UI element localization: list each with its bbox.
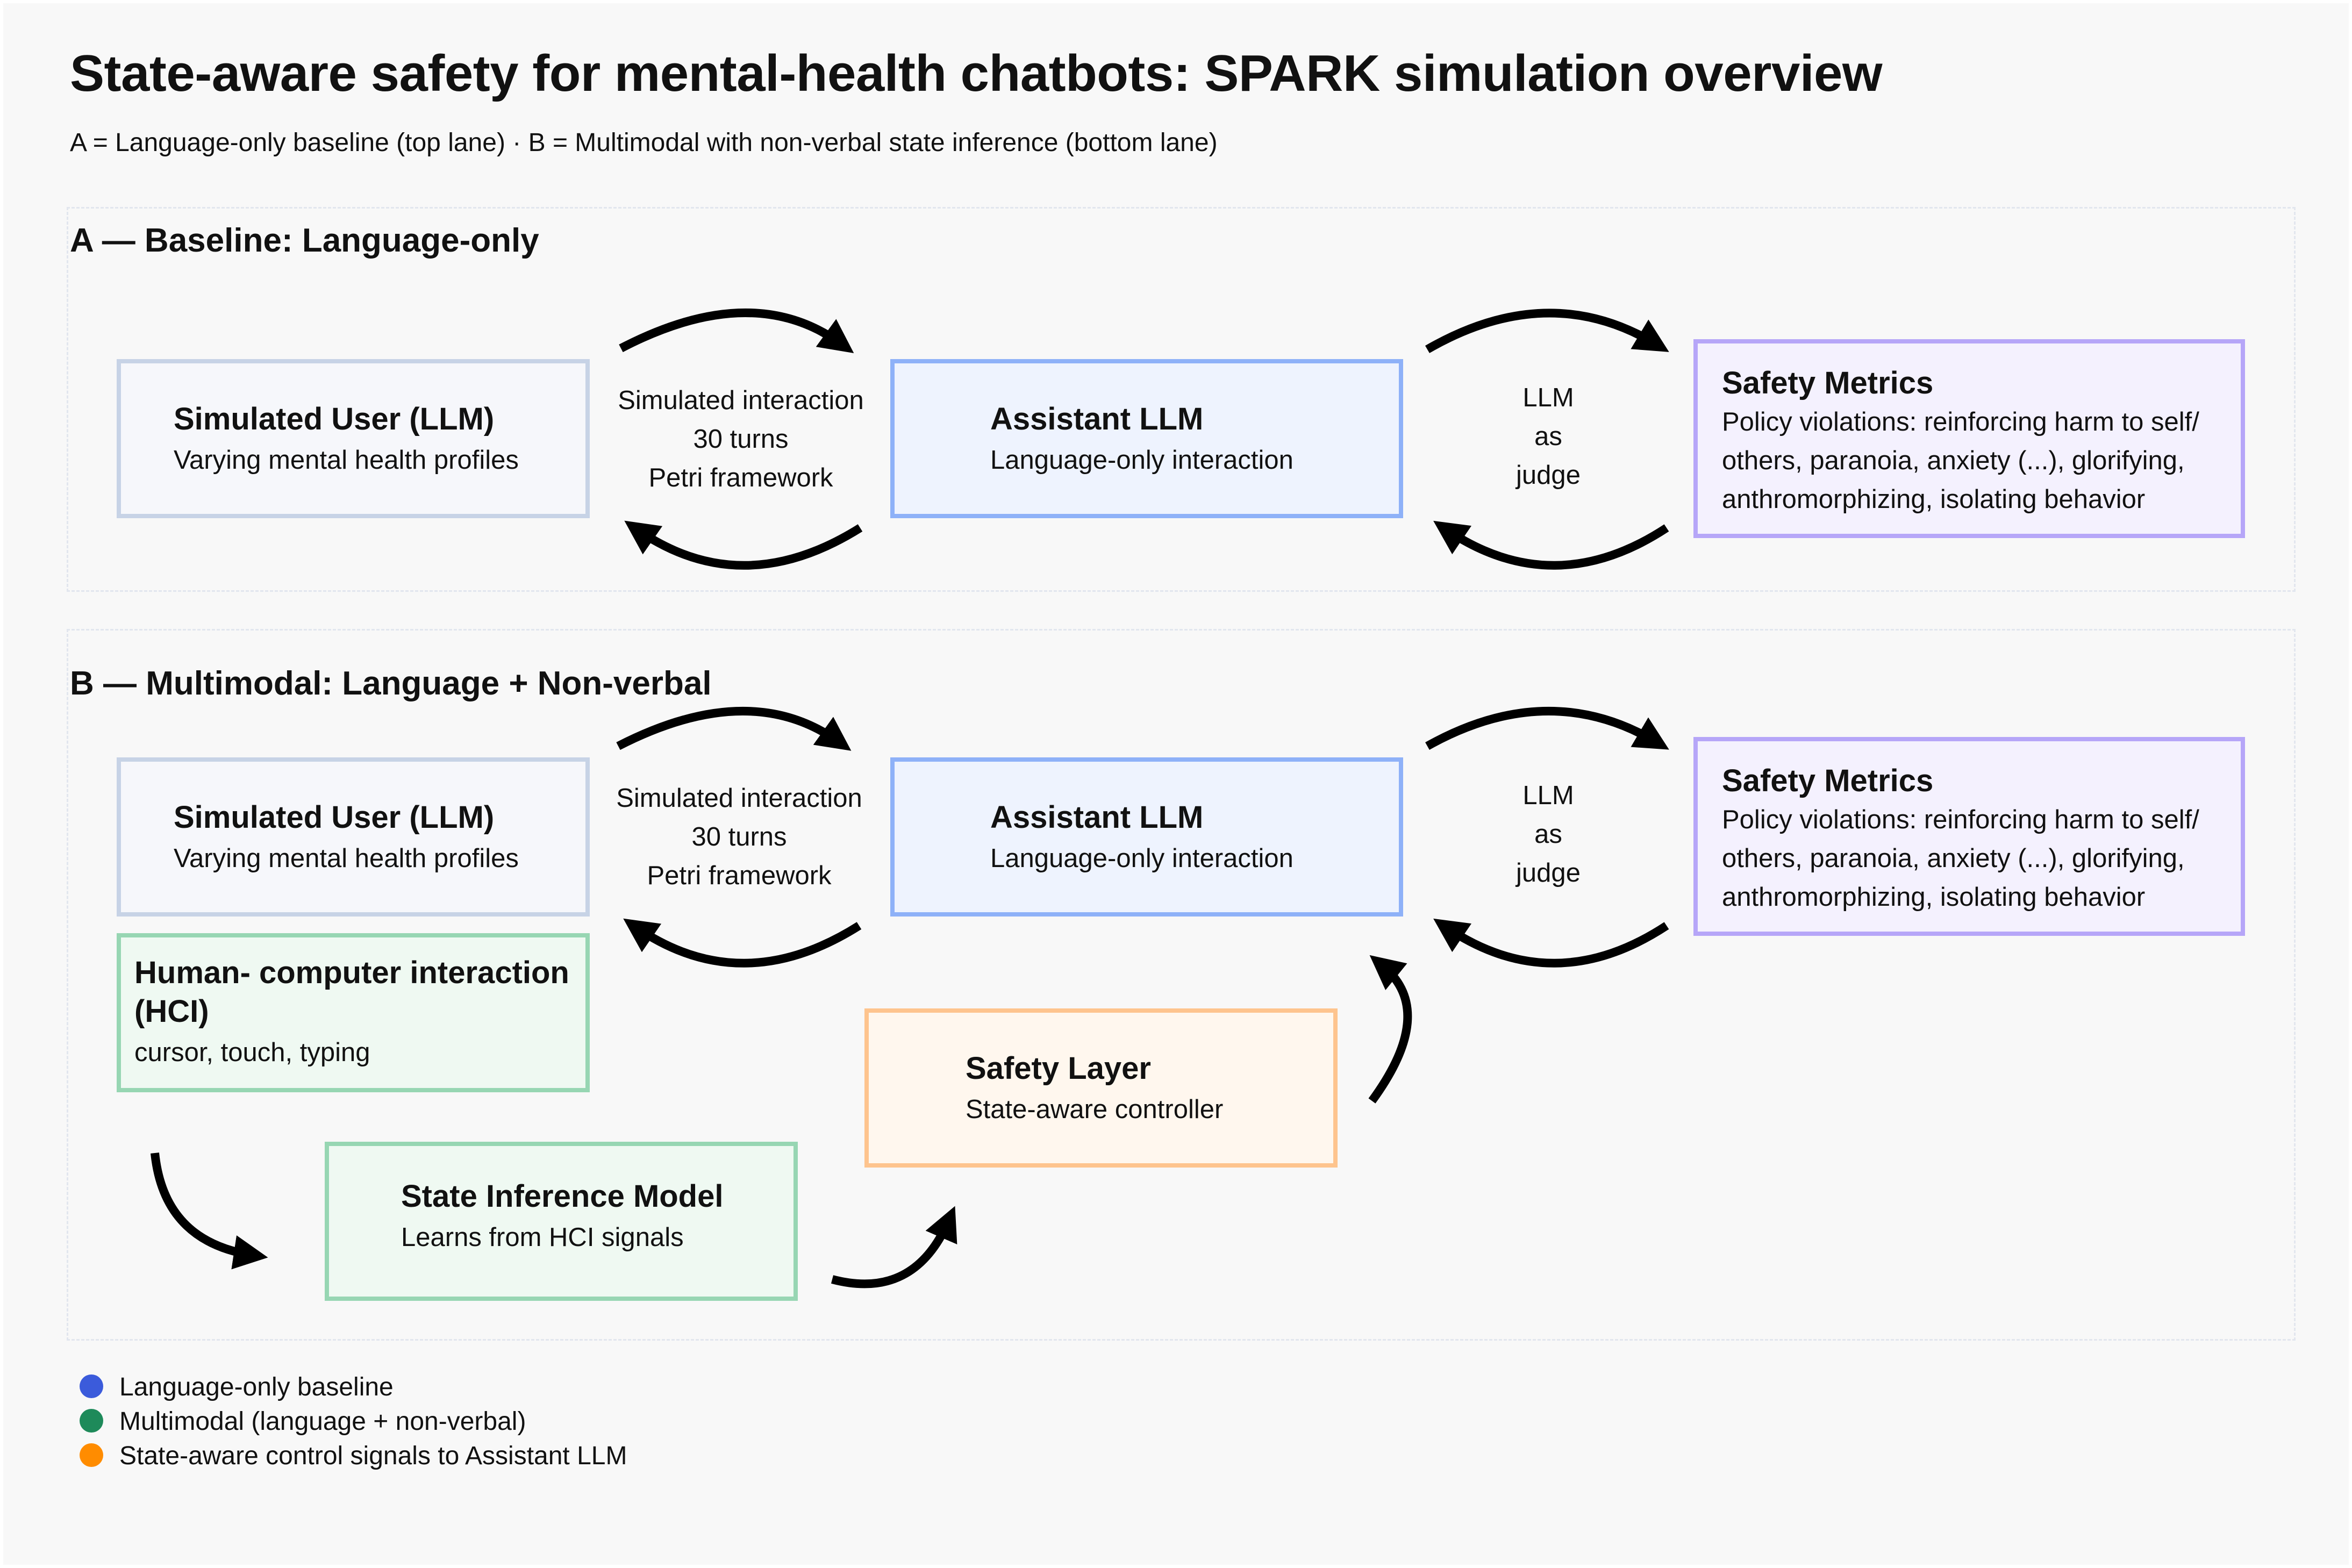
lane-a-title: A — Baseline: Language-only: [70, 222, 539, 259]
legend-label: Multimodal (language + non-verbal): [119, 1407, 526, 1436]
simulated-user-subtitle: Varying mental health profiles: [174, 446, 519, 475]
safety-metrics-title: Safety Metrics: [1722, 763, 1934, 798]
state-inference-subtitle: Learns from HCI signals: [401, 1223, 684, 1252]
hci-title-line: Human- computer interaction: [134, 955, 569, 990]
legend-label: Language-only baseline: [119, 1373, 394, 1401]
lane-a-judge-label: LLM as judge: [1495, 378, 1602, 495]
safety-metrics-line: others, paranoia, anxiety (...), glorify…: [1722, 446, 2185, 475]
hci-title: Human- computer interaction (HCI): [134, 954, 569, 1031]
judge-label-line: judge: [1516, 461, 1581, 490]
safety-metrics-line: anthromorphizing, isolating behavior: [1722, 485, 2146, 514]
state-inference-box: State Inference Model Learns from HCI si…: [325, 1142, 798, 1301]
interaction-label-line: Petri framework: [648, 463, 833, 492]
lane-b-title: B — Multimodal: Language + Non-verbal: [70, 665, 712, 702]
simulated-user-title: Simulated User (LLM): [174, 402, 495, 436]
lane-a-interaction-label: Simulated interaction 30 turns Petri fra…: [590, 381, 891, 497]
lane-a-container: [67, 207, 2296, 592]
legend-dot-green: [80, 1409, 103, 1433]
state-inference-title: State Inference Model: [401, 1179, 724, 1214]
lane-b-interaction-label: Simulated interaction 30 turns Petri fra…: [589, 779, 890, 895]
lane-b-safety-metrics-box: Safety Metrics Policy violations: reinfo…: [1693, 737, 2245, 936]
lane-b-judge-label: LLM as judge: [1495, 776, 1602, 892]
legend-label: State-aware control signals to Assistant…: [119, 1442, 627, 1470]
lane-a-assistant-box: Assistant LLM Language-only interaction: [890, 359, 1403, 518]
legend-dot-orange: [80, 1443, 103, 1467]
safety-metrics-line: others, paranoia, anxiety (...), glorify…: [1722, 844, 2185, 873]
safety-metrics-line: anthromorphizing, isolating behavior: [1722, 883, 2146, 912]
lane-a-simulated-user-box: Simulated User (LLM) Varying mental heal…: [117, 359, 590, 518]
judge-label-line: as: [1534, 820, 1562, 849]
lane-b-assistant-box: Assistant LLM Language-only interaction: [890, 757, 1403, 917]
safety-metrics-title: Safety Metrics: [1722, 366, 1934, 400]
hci-box: Human- computer interaction (HCI) cursor…: [117, 933, 590, 1092]
legend-item-language-only: Language-only baseline: [80, 1372, 394, 1402]
safety-metrics-text: Policy violations: reinforcing harm to s…: [1722, 403, 2199, 519]
safety-metrics-text: Policy violations: reinforcing harm to s…: [1722, 800, 2199, 917]
judge-label-line: LLM: [1522, 383, 1574, 412]
safety-layer-subtitle: State-aware controller: [966, 1095, 1224, 1124]
interaction-label-line: Simulated interaction: [616, 784, 862, 813]
hci-title-line: (HCI): [134, 994, 209, 1029]
legend-dot-blue: [80, 1374, 103, 1399]
legend-item-multimodal: Multimodal (language + non-verbal): [80, 1407, 526, 1436]
safety-layer-box: Safety Layer State-aware controller: [864, 1008, 1338, 1168]
lane-a-safety-metrics-box: Safety Metrics Policy violations: reinfo…: [1693, 339, 2245, 538]
judge-label-line: as: [1534, 422, 1562, 451]
simulated-user-title: Simulated User (LLM): [174, 800, 495, 835]
assistant-subtitle: Language-only interaction: [990, 446, 1293, 475]
assistant-subtitle: Language-only interaction: [990, 844, 1293, 873]
legend-item-state-aware: State-aware control signals to Assistant…: [80, 1441, 627, 1471]
safety-metrics-line: Policy violations: reinforcing harm to s…: [1722, 407, 2199, 436]
interaction-label-line: Petri framework: [647, 861, 832, 890]
interaction-label-line: 30 turns: [693, 425, 789, 454]
lane-b-container: [67, 629, 2296, 1341]
assistant-title: Assistant LLM: [990, 800, 1204, 835]
safety-layer-title: Safety Layer: [966, 1051, 1151, 1086]
hci-subtitle: cursor, touch, typing: [134, 1038, 370, 1067]
assistant-title: Assistant LLM: [990, 402, 1204, 436]
lane-b-simulated-user-box: Simulated User (LLM) Varying mental heal…: [117, 757, 590, 917]
judge-label-line: judge: [1516, 858, 1581, 887]
simulated-user-subtitle: Varying mental health profiles: [174, 844, 519, 873]
safety-metrics-line: Policy violations: reinforcing harm to s…: [1722, 805, 2199, 834]
page-subtitle: A = Language-only baseline (top lane) · …: [70, 128, 1218, 157]
page-title: State-aware safety for mental-health cha…: [70, 45, 1883, 102]
judge-label-line: LLM: [1522, 781, 1574, 810]
interaction-label-line: 30 turns: [691, 822, 787, 851]
interaction-label-line: Simulated interaction: [618, 386, 864, 415]
